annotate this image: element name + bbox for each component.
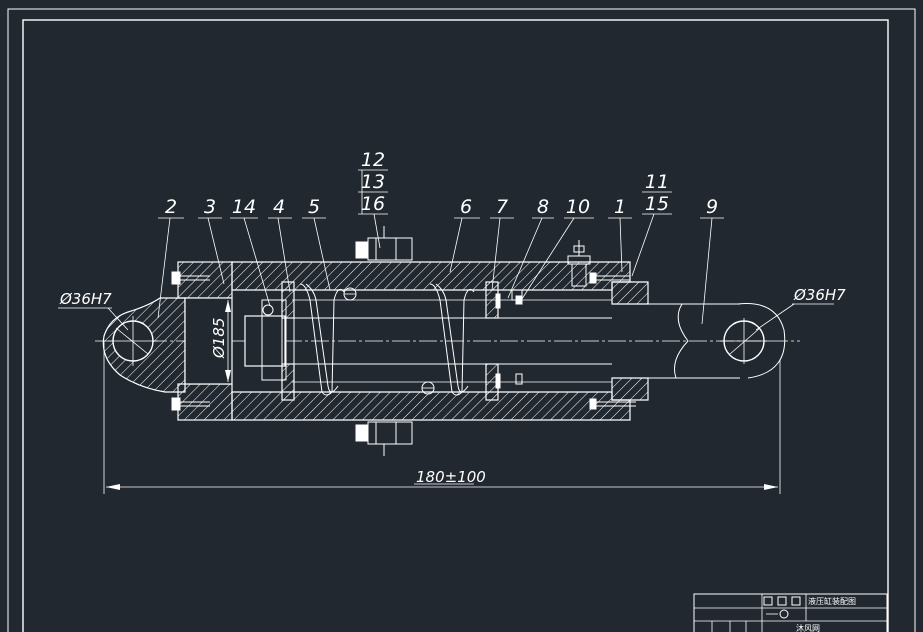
part-label-9: 9 — [706, 196, 718, 218]
part-label-6: 6 — [460, 196, 472, 218]
part-label-7: 7 — [496, 196, 508, 218]
overall-dimension — [103, 341, 781, 494]
part-label-12: 12 — [361, 149, 385, 171]
part-label-8: 8 — [537, 196, 549, 218]
piston — [281, 281, 295, 401]
rod-diameter-dimension — [225, 300, 231, 382]
part-label-13: 13 — [361, 171, 385, 193]
left-clevis — [102, 297, 186, 393]
mounting-bolts — [355, 226, 413, 456]
guide-and-seals — [485, 281, 523, 401]
drawing-name: 液压缸装配图 — [808, 596, 856, 606]
rod-diameter-text: Ø185 — [210, 318, 228, 359]
projection-symbol-icon — [779, 609, 789, 619]
title-block: 液压缸装配图 沐风网 — [693, 593, 888, 632]
leader-lines — [58, 169, 834, 331]
part-label-5: 5 — [308, 196, 320, 218]
spring-coils — [299, 283, 475, 396]
cylinder-barrel — [231, 261, 631, 421]
piston-rod — [294, 317, 612, 365]
outer-frame — [7, 8, 916, 632]
part-label-2: 2 — [165, 196, 177, 218]
right-bore-dimension: Ø36H7 — [793, 286, 846, 304]
part-label-4: 4 — [273, 196, 285, 218]
piston-nut — [244, 299, 287, 381]
part-label-15: 15 — [645, 193, 669, 215]
part-label-11: 11 — [645, 171, 669, 193]
part-label-10: 10 — [566, 196, 590, 218]
part-label-16: 16 — [361, 193, 385, 215]
part-label-3: 3 — [204, 196, 216, 218]
company-name: 沐风网 — [796, 623, 820, 632]
part-label-14: 14 — [232, 196, 256, 218]
part-label-1: 1 — [614, 196, 626, 218]
rod-end — [648, 303, 786, 379]
inner-frame — [22, 19, 889, 632]
front-gland — [567, 240, 649, 410]
overall-length-text: 180±100 — [416, 468, 486, 486]
left-bore-dimension: Ø36H7 — [59, 290, 112, 308]
